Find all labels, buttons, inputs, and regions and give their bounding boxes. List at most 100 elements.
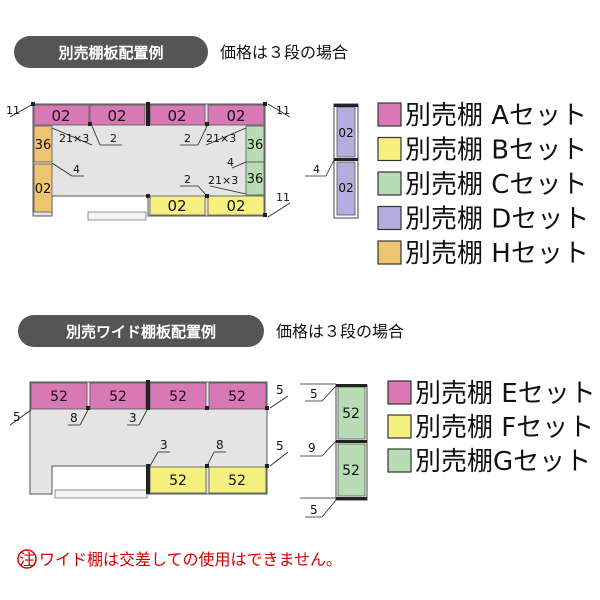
- dim-4-side: 4: [313, 163, 320, 176]
- shelf-c1-label: 36: [247, 138, 264, 153]
- dim-8-b: 8: [216, 438, 224, 452]
- legend-swatch-a: [377, 102, 402, 127]
- shelf-a1: [33, 104, 90, 126]
- legend-label-d: 別売棚 Dセット: [405, 205, 589, 235]
- shelf-f1: [149, 466, 207, 494]
- legend-swatch-g: [387, 448, 412, 473]
- legend-swatch-f: [387, 414, 412, 439]
- shelf-h1: [33, 125, 53, 163]
- shelf-g2: [337, 443, 366, 497]
- shelf-e3: [149, 382, 207, 410]
- dim-side-5-a: 5: [310, 387, 318, 401]
- shelf-g2-label: 52: [342, 463, 360, 479]
- shelf-a1-label: 02: [51, 107, 70, 125]
- dim-side-5-b: 5: [310, 503, 318, 517]
- legend-label-b: 別売棚 Bセット: [405, 136, 587, 166]
- dim-21x3-c: 21×3: [208, 174, 238, 187]
- dim-21x3-a: 21×3: [59, 132, 89, 145]
- shelf-e1-label: 52: [50, 389, 68, 405]
- dim-21x3-b: 21×3: [206, 132, 236, 145]
- shelf-b1-label: 02: [167, 197, 186, 215]
- dim-3-a: 3: [129, 411, 137, 425]
- post: [146, 380, 150, 410]
- shelf-f2-label: 52: [228, 473, 246, 489]
- legend-label-a: 別売棚 Aセット: [405, 101, 587, 131]
- dim-3-b: 3: [160, 438, 168, 452]
- dim-2-c: 2: [184, 173, 191, 186]
- dim-side-9: 9: [308, 441, 316, 455]
- post: [205, 406, 209, 410]
- legend-swatch-b: [377, 136, 402, 162]
- shelf-a2: [89, 104, 146, 126]
- section1-subtitle: 価格は３段の場合: [220, 43, 348, 62]
- shelf-d2: [336, 161, 356, 216]
- shelf-c2: [245, 161, 265, 196]
- legend-label-e: 別売棚 Eセット: [415, 379, 596, 409]
- shelf-f2: [208, 466, 267, 494]
- shelf-a4: [207, 104, 265, 126]
- shelf-f1-label: 52: [169, 473, 187, 489]
- dim-5-right-b: 5: [276, 439, 284, 453]
- post: [146, 102, 150, 126]
- post: [265, 464, 269, 468]
- dim-top-right: 11: [276, 104, 290, 117]
- dim-bottom-right: 11: [276, 191, 290, 204]
- section1-floor-plan: 02 02 02 02 36 02 36 36 02 02 11 11 11: [6, 102, 291, 221]
- shelf-d2-label: 02: [338, 181, 353, 195]
- section1-side-view: 02 02 4: [305, 103, 359, 219]
- shelf-b2: [207, 195, 265, 216]
- section2-title-badge: [18, 315, 264, 347]
- legend-swatch-c: [377, 171, 402, 196]
- shelf-h2: [33, 163, 53, 213]
- dim-top-left: 11: [6, 104, 20, 117]
- shelf-e2-label: 52: [109, 389, 127, 405]
- dim-4-left: 4: [73, 163, 80, 176]
- shelf-a3-label: 02: [167, 107, 186, 125]
- post: [263, 102, 267, 106]
- dim-2-a: 2: [110, 132, 117, 145]
- shelf-b1: [149, 195, 206, 216]
- shelf-b2-label: 02: [226, 197, 245, 215]
- footnote: 注 ワイド棚は交差しての使用はできません。: [17, 549, 342, 569]
- post: [263, 213, 267, 217]
- dim-8-a: 8: [70, 411, 78, 425]
- legend-label-f: 別売棚 Fセット: [415, 413, 594, 443]
- note-mark: 注: [19, 550, 35, 569]
- shelf-h1-label: 36: [35, 138, 52, 153]
- note-mark-circle: [17, 549, 37, 569]
- shelf-e4: [208, 382, 267, 410]
- shelf-h2-label: 02: [35, 182, 52, 197]
- shelf-e2: [89, 382, 147, 410]
- dim-2-b: 2: [184, 132, 191, 145]
- dim-5-left: 5: [13, 410, 21, 424]
- legend-label-h: 別売棚 Hセット: [405, 239, 589, 269]
- section1-title-badge: [14, 36, 208, 68]
- shelf-g1-label: 52: [342, 406, 360, 422]
- post: [86, 406, 90, 410]
- post: [265, 406, 269, 410]
- shelf-a2-label: 02: [107, 107, 126, 125]
- note-text: ワイド棚は交差しての使用はできません。: [39, 550, 342, 569]
- section2-header: 別売ワイド棚板配置例 価格は３段の場合: [18, 315, 404, 347]
- legend-swatch-e: [387, 380, 412, 405]
- section1-header: 別売棚板配置例 価格は３段の場合: [14, 36, 348, 68]
- dim-5-right-a: 5: [276, 383, 284, 397]
- post: [88, 122, 92, 126]
- section2-subtitle: 価格は３段の場合: [276, 322, 404, 341]
- legend-label-c: 別売棚 Cセット: [405, 170, 587, 200]
- section1-title: 別売棚板配置例: [57, 44, 163, 62]
- shelf-d1-label: 02: [338, 126, 353, 140]
- legend-label-g: 別売棚Gセット: [415, 447, 591, 477]
- dim-4-right: 4: [227, 156, 234, 169]
- door-mark: [54, 489, 148, 499]
- section2-title: 別売ワイド棚板配置例: [65, 323, 216, 341]
- legend-swatch-h: [377, 240, 402, 265]
- section2-floor-plan: 52 52 52 52 52 52 5 5 8 3 3 8 5: [9, 380, 289, 499]
- shelf-a4-label: 02: [226, 107, 245, 125]
- post: [205, 122, 209, 126]
- shelf-e4-label: 52: [228, 389, 246, 405]
- post: [146, 464, 150, 494]
- shelf-e3-label: 52: [169, 389, 187, 405]
